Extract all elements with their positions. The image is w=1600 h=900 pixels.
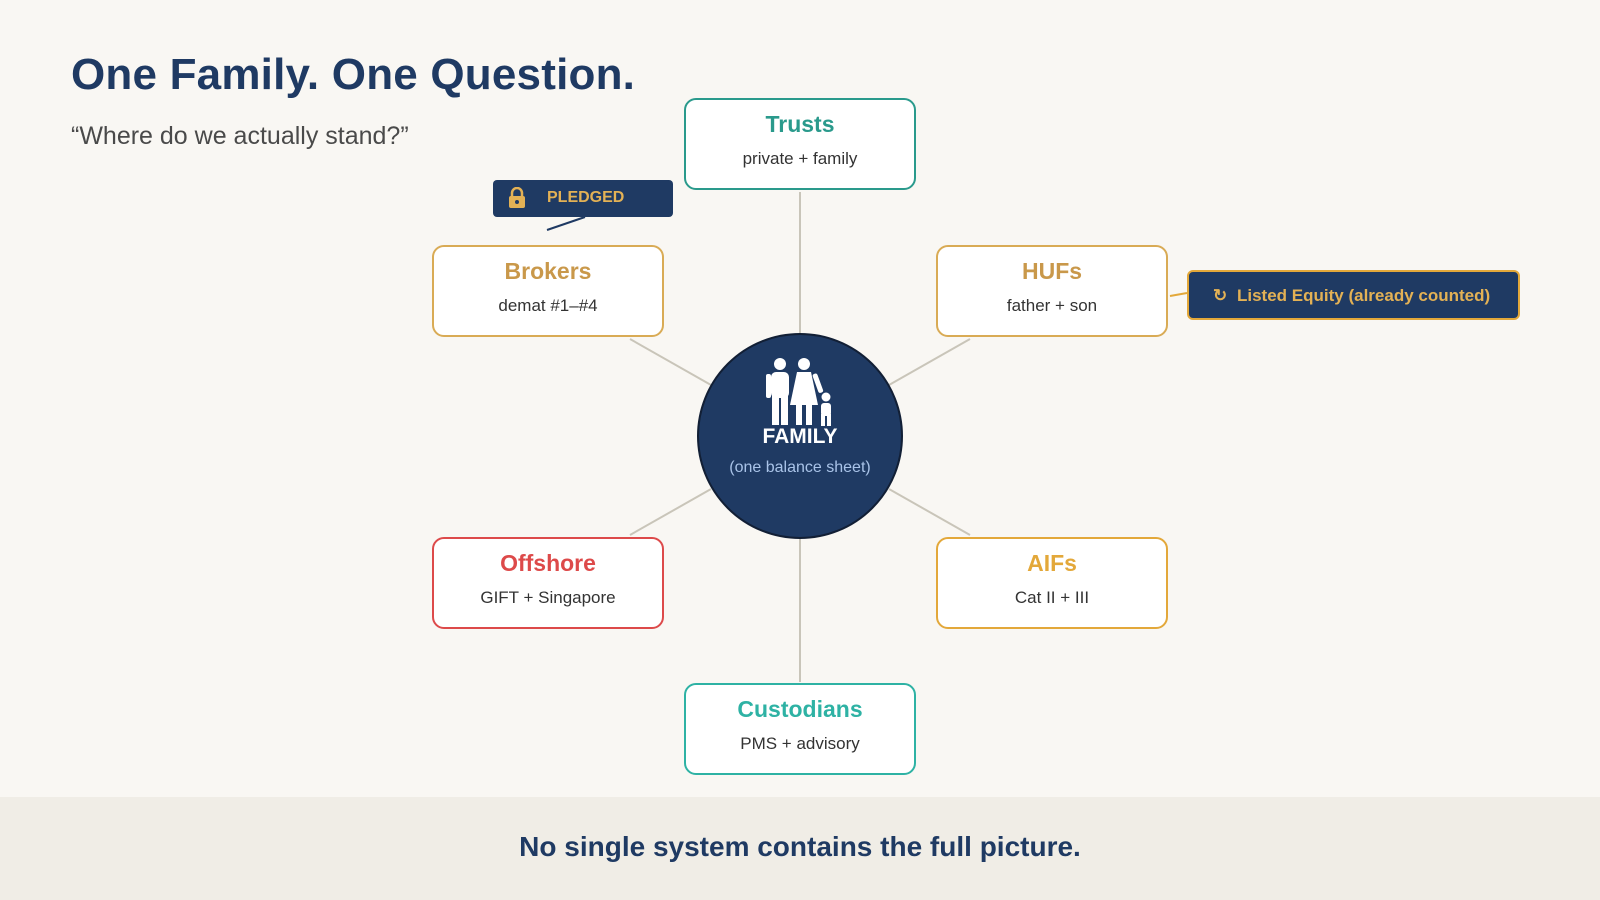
lock-icon (509, 187, 525, 208)
node-offshore-subtitle: GIFT + Singapore (480, 588, 616, 607)
hub-subtitle: (one balance sheet) (729, 459, 871, 476)
page-subtitle: “Where do we actually stand?” (71, 122, 409, 150)
pledged-label: PLEDGED (547, 189, 625, 206)
node-custodians-subtitle: PMS + advisory (740, 734, 860, 753)
node-offshore-title: Offshore (500, 550, 596, 576)
node-trusts-subtitle: private + family (742, 149, 858, 168)
footer-text: No single system contains the full pictu… (519, 831, 1081, 862)
hub-title: FAMILY (762, 425, 838, 448)
node-aifs-title: AIFs (1027, 550, 1077, 576)
node-brokers-title: Brokers (504, 258, 592, 284)
connector-aifs (888, 488, 971, 536)
node-brokers: Brokers demat #1–#4 (432, 245, 664, 337)
listed-equity-label: Listed Equity (already counted) (1237, 286, 1491, 305)
connector-hufs (888, 338, 971, 386)
node-hufs-subtitle: father + son (1006, 296, 1098, 315)
node-trusts-title: Trusts (765, 111, 835, 137)
node-trusts: Trusts private + family (684, 98, 916, 190)
family-hub: FAMILY (one balance sheet) (697, 333, 903, 539)
page-title: One Family. One Question. (71, 50, 636, 99)
node-custodians-title: Custodians (737, 696, 863, 722)
refresh-icon: ↻ (1213, 286, 1228, 305)
connector-offshore (629, 488, 712, 536)
node-offshore: Offshore GIFT + Singapore (432, 537, 664, 629)
listed-equity-badge: ↻ Listed Equity (already counted) (1187, 270, 1520, 320)
footer-banner: No single system contains the full pictu… (0, 797, 1600, 900)
node-brokers-subtitle: demat #1–#4 (498, 296, 598, 315)
pledged-badge: PLEDGED (493, 180, 673, 217)
node-aifs: AIFs Cat II + III (936, 537, 1168, 629)
node-custodians: Custodians PMS + advisory (684, 683, 916, 775)
connector-brokers (629, 338, 712, 386)
node-aifs-subtitle: Cat II + III (1014, 588, 1090, 607)
node-hufs: HUFs father + son (936, 245, 1168, 337)
listed-pointer (1169, 292, 1188, 297)
node-hufs-title: HUFs (1021, 258, 1083, 284)
pledged-pointer (546, 216, 586, 231)
family-icon (766, 358, 831, 426)
